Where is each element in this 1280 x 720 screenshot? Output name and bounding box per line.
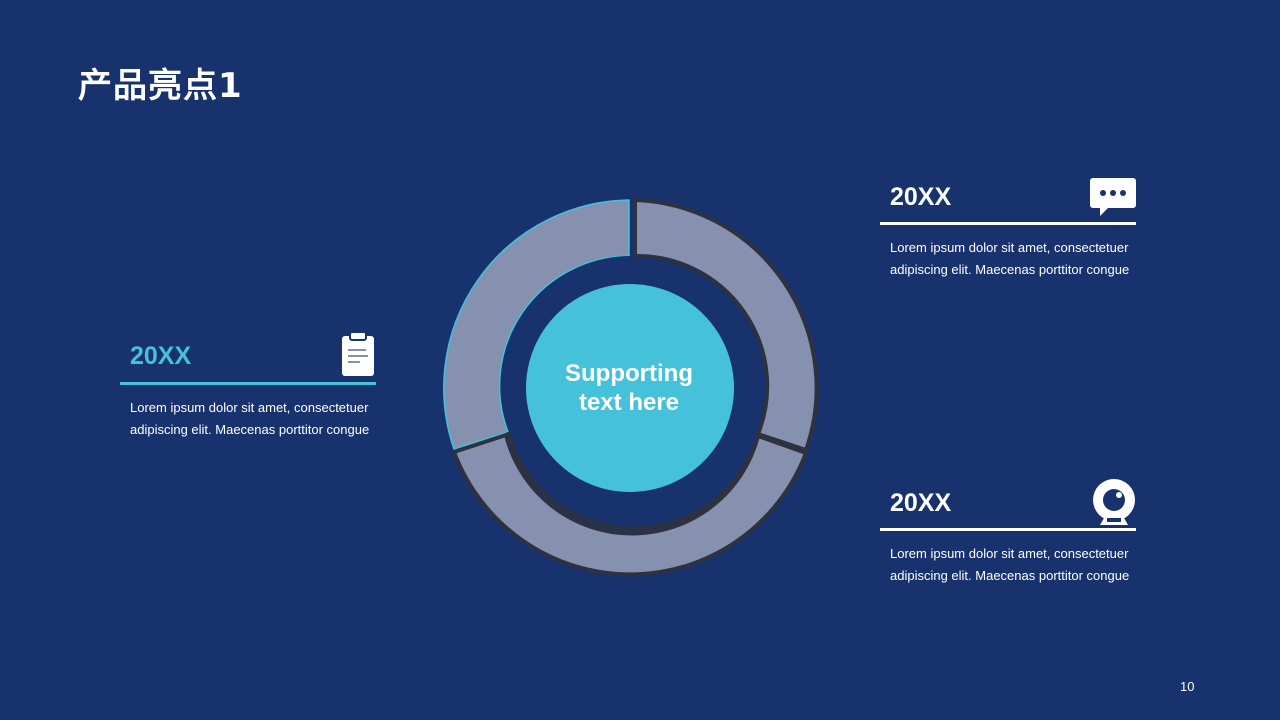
ring-segment-left <box>443 199 630 450</box>
center-label: Supporting text here <box>526 284 732 492</box>
info-block-desc-line2: adipiscing elit. Maecenas porttitor cong… <box>890 567 1130 583</box>
info-block-desc-line2: adipiscing elit. Maecenas porttitor cong… <box>890 261 1130 277</box>
info-block-divider <box>880 528 1136 531</box>
webcam-icon <box>1092 478 1136 526</box>
slide-title: 产品亮点1 <box>78 66 243 106</box>
info-block-desc-line1: Lorem ipsum dolor sit amet, consectetuer <box>890 546 1129 561</box>
info-block-desc-line1: Lorem ipsum dolor sit amet, consectetuer <box>130 400 369 415</box>
info-block-year: 20XX <box>890 183 952 211</box>
info-block-desc-line1: Lorem ipsum dolor sit amet, consectetuer <box>890 240 1129 255</box>
center-label-line1: Supporting <box>565 360 693 387</box>
info-block-description: Lorem ipsum dolor sit amet, consectetuer… <box>890 543 1129 586</box>
info-block-divider <box>120 382 376 385</box>
info-block-left: 20XX Lorem ipsum dolor sit amet, consect… <box>120 331 378 452</box>
info-block-description: Lorem ipsum dolor sit amet, consectetuer… <box>890 237 1129 280</box>
info-block-right-bottom: 20XX Lorem ipsum dolor sit amet, consect… <box>880 478 1138 598</box>
donut-ring <box>443 198 819 577</box>
chat-bubble-icon <box>1090 178 1136 216</box>
page-number: 10 <box>1180 679 1195 694</box>
info-block-right-top: 20XX Lorem ipsum dolor sit amet, consect… <box>880 176 1138 296</box>
center-disc <box>526 284 734 492</box>
info-block-year: 20XX <box>130 342 192 370</box>
info-block-divider <box>880 222 1136 225</box>
info-block-desc-line2: adipiscing elit. Maecenas porttitor cong… <box>130 421 370 437</box>
ring-segment-bottom <box>452 433 808 577</box>
clipboard-icon <box>340 331 376 378</box>
info-block-year: 20XX <box>890 489 952 517</box>
center-label-line2: text here <box>578 389 680 416</box>
info-block-description: Lorem ipsum dolor sit amet, consectetuer… <box>130 397 369 440</box>
